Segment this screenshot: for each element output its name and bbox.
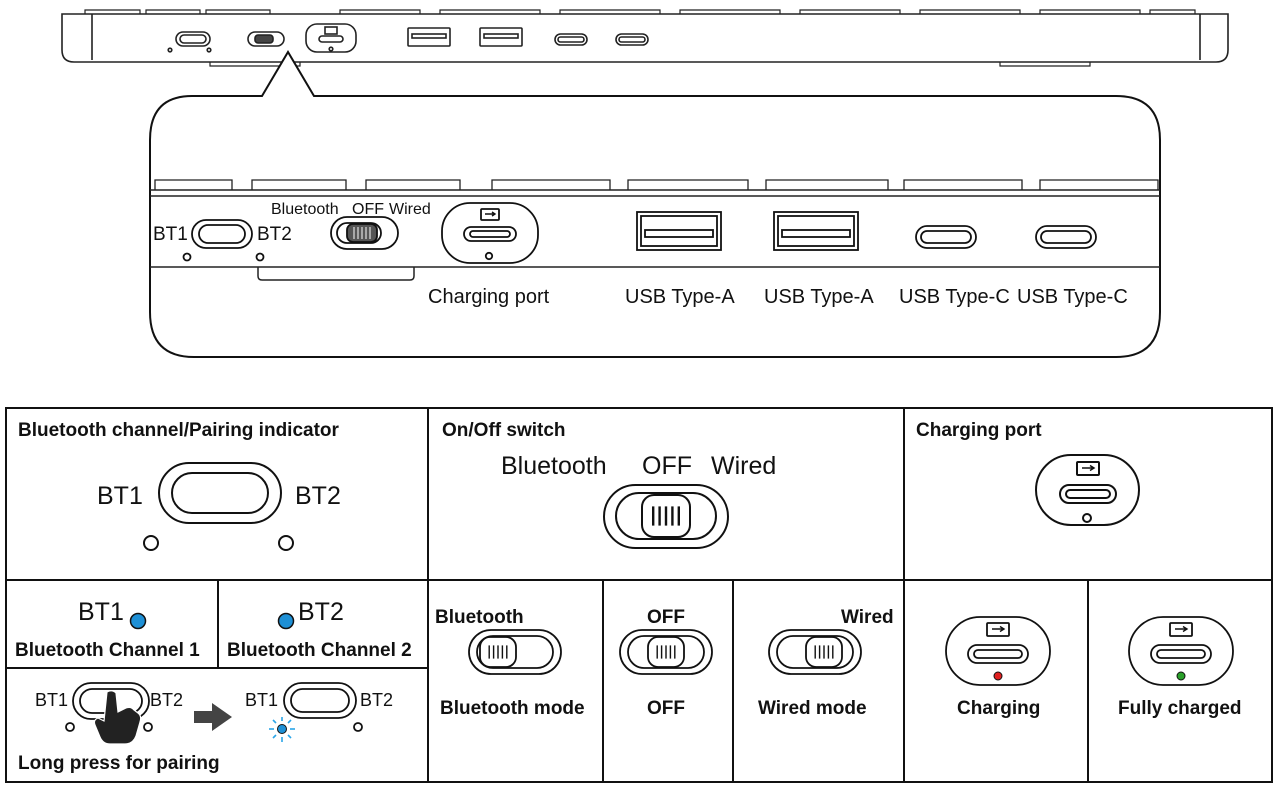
zoom-charge-port: [441, 202, 539, 264]
keyboard-edge: [61, 9, 1229, 67]
channel-1-caption: Bluetooth Channel 1: [15, 640, 200, 661]
zoom-switch-bluetooth-label: Bluetooth: [271, 201, 339, 218]
hand-press-icon: [93, 690, 142, 745]
bt-section-bt2: BT2: [295, 482, 341, 510]
bt-section-title: Bluetooth channel/Pairing indicator: [18, 420, 339, 441]
charge-state-full: [1128, 616, 1234, 686]
channel-2-tag: BT2: [298, 598, 344, 626]
pairing-blinking-led: [269, 717, 295, 742]
zoom-bt1-label: BT1: [153, 224, 188, 245]
mode-switch-off: [619, 629, 713, 675]
zoom-switch-off-label: OFF: [352, 201, 384, 218]
zoom-usb-a-ports: [636, 211, 859, 251]
mode-switch-wired: [768, 629, 862, 675]
table-bt-button: [143, 462, 294, 551]
zoom-usb-c-label-1: USB Type-C: [899, 286, 1010, 308]
zoom-switch-wired-label: Wired: [389, 201, 431, 218]
pairing-bt1-after: BT1: [245, 690, 279, 710]
zoom-usb-a-label-2: USB Type-A: [764, 286, 874, 308]
zoom-bt-button: [182, 219, 265, 262]
mode-bluetooth-caption: Bluetooth mode: [440, 698, 585, 719]
switch-section-off: OFF: [642, 452, 692, 480]
charge-section-title: Charging port: [916, 420, 1042, 441]
pairing-caption: Long press for pairing: [18, 753, 220, 774]
channel-1-tag: BT1: [78, 598, 124, 626]
table-switch: [603, 484, 729, 549]
mode-off-top: OFF: [647, 607, 685, 628]
mode-bluetooth-top: Bluetooth: [435, 607, 524, 628]
pairing-bt2-before: BT2: [150, 690, 184, 710]
zoom-charging-port-label: Charging port: [428, 286, 550, 308]
zoom-edge: [150, 179, 1160, 281]
switch-section-wired: Wired: [711, 452, 777, 480]
arrow-right-icon: [194, 703, 232, 731]
charging-caption: Charging: [957, 698, 1041, 719]
channel-1-led: [129, 612, 147, 630]
table-charge-port: [1035, 454, 1140, 526]
mode-off-caption: OFF: [647, 698, 685, 719]
zoom-usb-a-label-1: USB Type-A: [625, 286, 735, 308]
fully-charged-caption: Fully charged: [1118, 698, 1242, 719]
pairing-after: [283, 682, 363, 732]
switch-section-title: On/Off switch: [442, 420, 566, 441]
charge-state-charging: [945, 616, 1051, 686]
pairing-bt2-after: BT2: [360, 690, 394, 710]
zoom-bt2-label: BT2: [257, 224, 292, 245]
zoom-usb-c-ports: [915, 225, 1097, 249]
channel-2-led: [277, 612, 295, 630]
mode-wired-caption: Wired mode: [758, 698, 867, 719]
bt-section-bt1: BT1: [97, 482, 143, 510]
fully-charged-led: [1176, 671, 1186, 681]
zoom-usb-c-label-2: USB Type-C: [1017, 286, 1128, 308]
channel-2-caption: Bluetooth Channel 2: [227, 640, 412, 661]
mode-wired-top: Wired: [841, 607, 894, 628]
switch-section-bluetooth: Bluetooth: [501, 452, 607, 480]
pairing-bt1-before: BT1: [35, 690, 69, 710]
legend-table-grid: [5, 407, 1273, 783]
charging-led: [993, 671, 1003, 681]
mode-switch-bluetooth: [468, 629, 562, 675]
zoom-switch: [330, 216, 399, 250]
